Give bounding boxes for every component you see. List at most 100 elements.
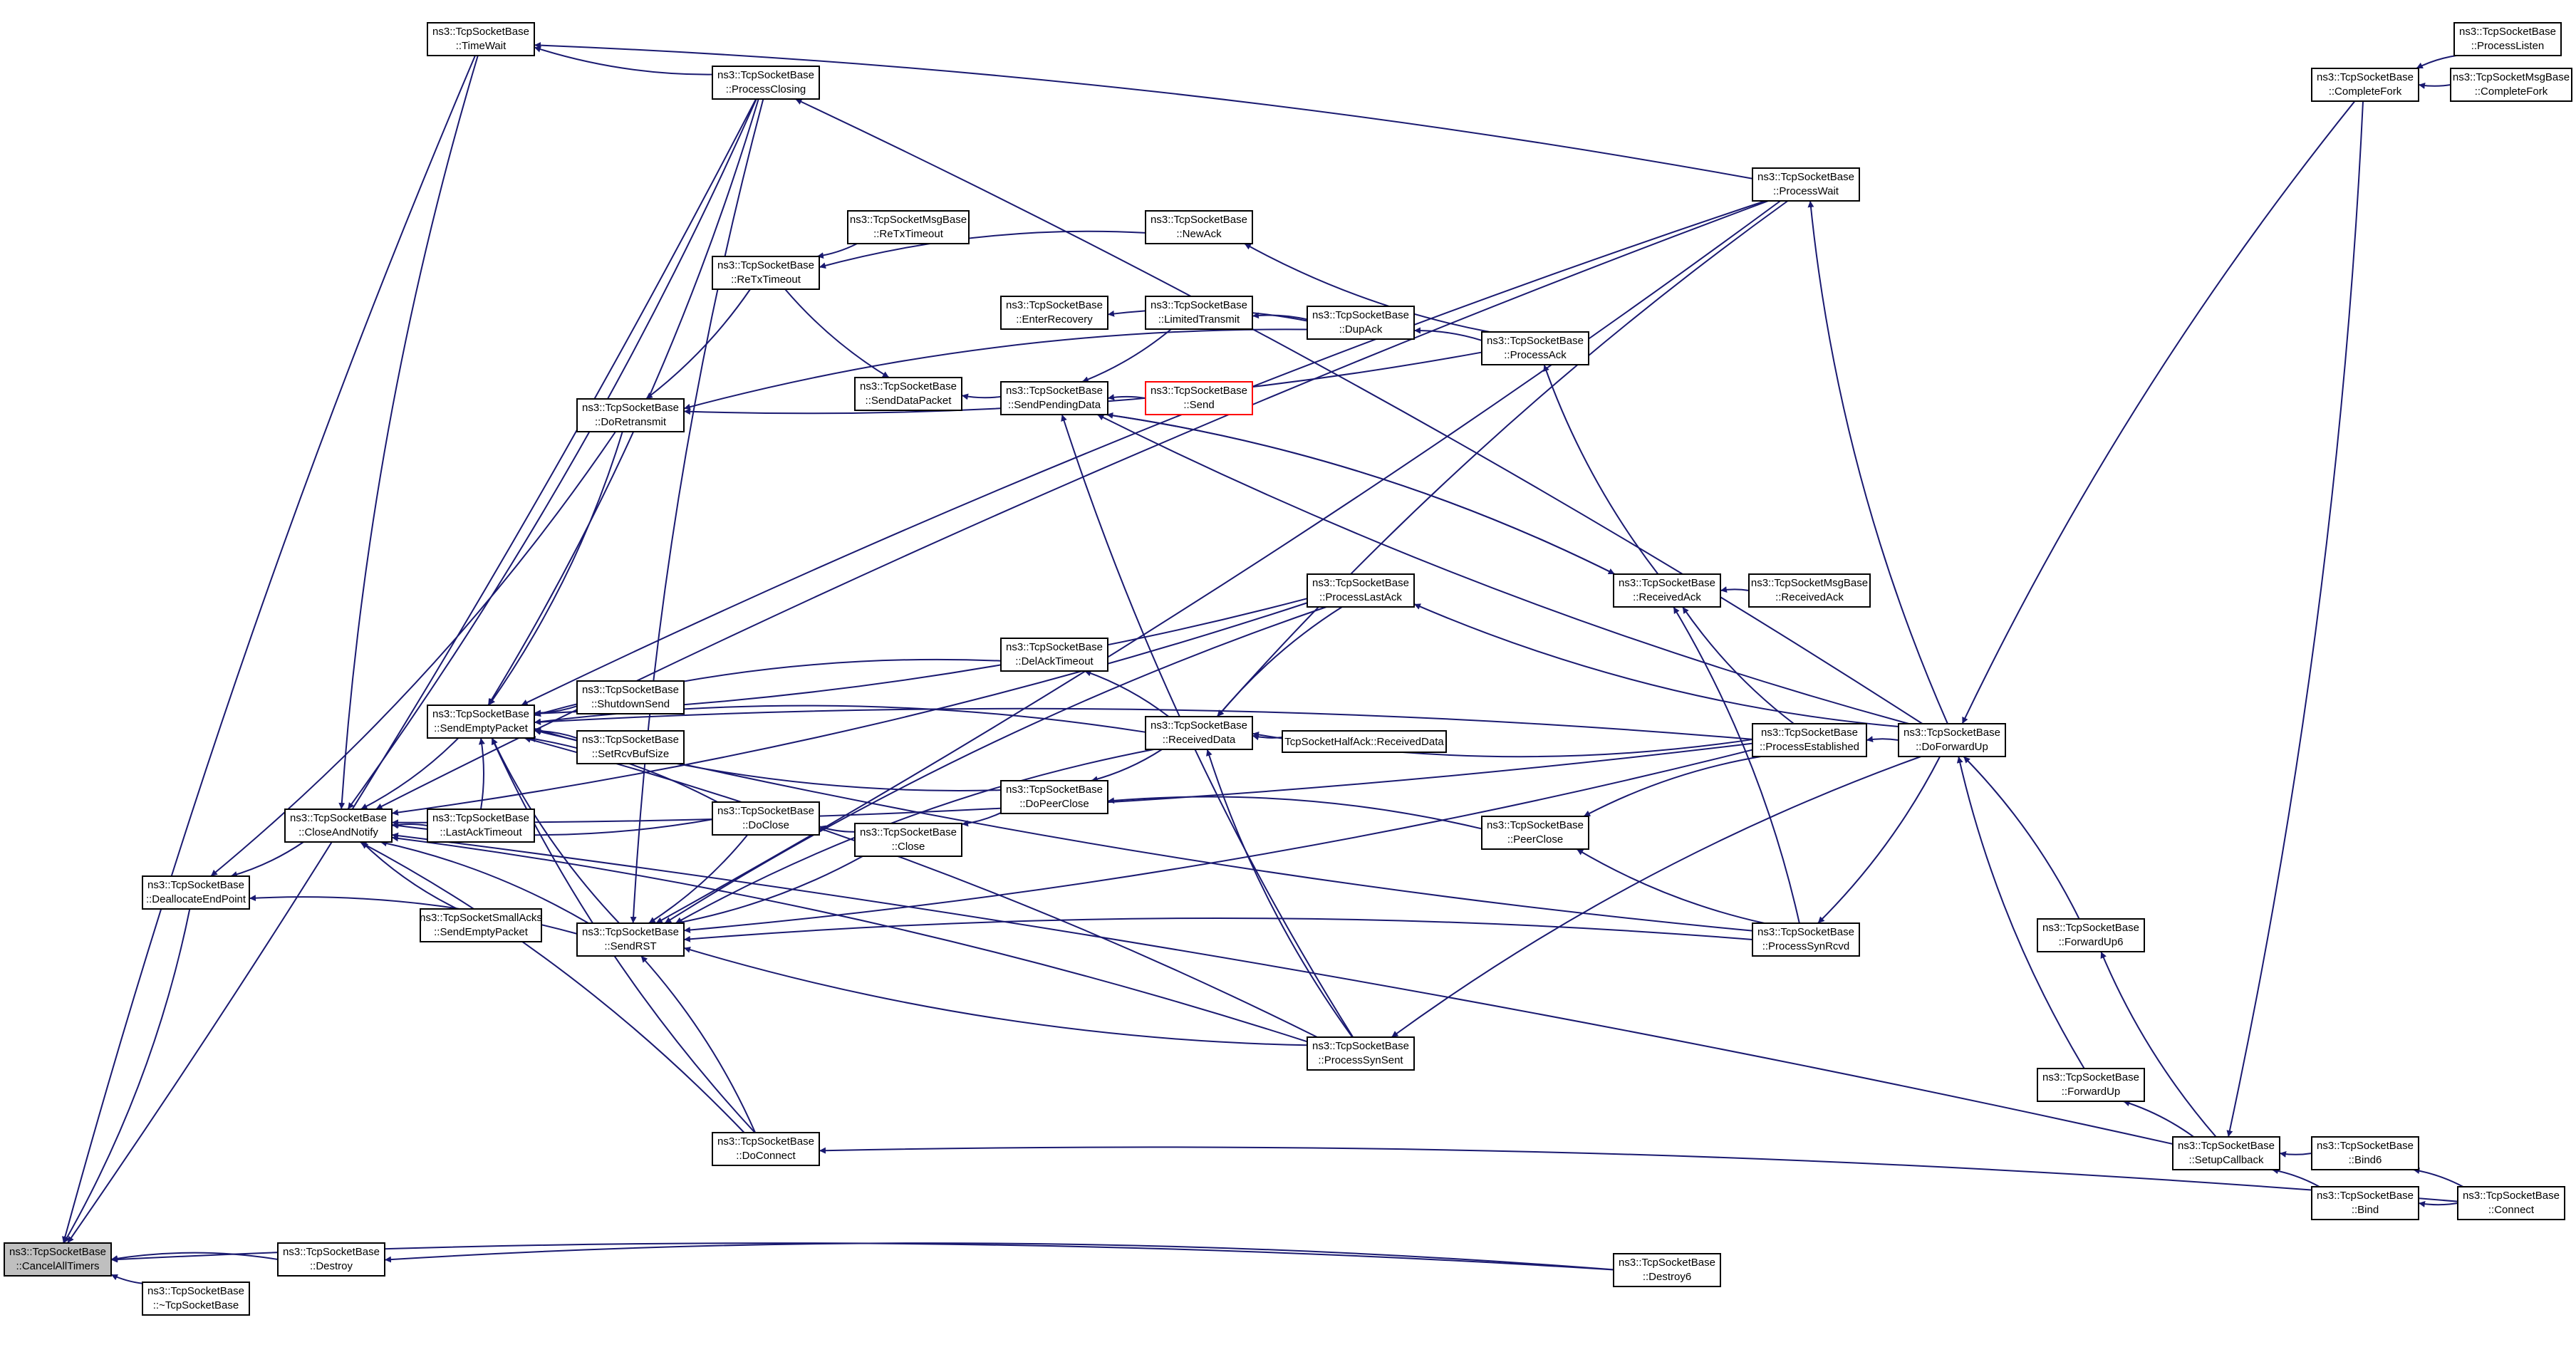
node-ProcessSynSent[interactable]: ns3::TcpSocketBase::ProcessSynSent <box>1307 1036 1415 1071</box>
node-ReceivedAck[interactable]: ns3::TcpSocketBase::ReceivedAck <box>1613 573 1721 608</box>
node-label-line2: ::SendDataPacket <box>866 395 952 407</box>
node-box <box>847 210 970 244</box>
edge-SendRST-to-CloseAndNotify <box>380 840 589 924</box>
node-TimeWait[interactable]: ns3::TcpSocketBase::TimeWait <box>427 22 535 56</box>
edge-Send-to-SendPendingData <box>1107 394 1146 401</box>
node-SetRcvBufSize[interactable]: ns3::TcpSocketBase::SetRcvBufSize <box>576 730 685 764</box>
node-label-line1: ns3::TcpSocketBase <box>2459 26 2556 38</box>
node-Bind6[interactable]: ns3::TcpSocketBase::Bind6 <box>2311 1136 2419 1170</box>
node-box <box>1748 573 1871 608</box>
node-MsgReceivedAck[interactable]: ns3::TcpSocketMsgBase::ReceivedAck <box>1748 573 1871 608</box>
node-DoClose[interactable]: ns3::TcpSocketBase::DoClose <box>712 801 820 836</box>
node-ProcessClosing[interactable]: ns3::TcpSocketBase::ProcessClosing <box>712 66 820 100</box>
node-ReTxTimeout[interactable]: ns3::TcpSocketBase::ReTxTimeout <box>712 256 820 290</box>
node-Destroy[interactable]: ns3::TcpSocketBase::Destroy <box>277 1242 385 1277</box>
edge-DupAck-to-DoRetransmit <box>683 328 1308 410</box>
edge-DoConnect-to-CloseAndNotify <box>359 841 745 1133</box>
edge-ProcessEstablished-to-SendEmptyPacket <box>534 707 1753 740</box>
node-Bind[interactable]: ns3::TcpSocketBase::Bind <box>2311 1186 2419 1220</box>
node-EnterRecovery[interactable]: ns3::TcpSocketBase::EnterRecovery <box>1000 296 1108 330</box>
node-Destructor[interactable]: ns3::TcpSocketBase::~TcpSocketBase <box>142 1282 250 1316</box>
node-DelAckTimeout[interactable]: ns3::TcpSocketBase::DelAckTimeout <box>1000 638 1108 672</box>
edge-ProcessSynRcvd-to-SendEmptyPacket <box>534 729 1753 932</box>
node-ProcessWait[interactable]: ns3::TcpSocketBase::ProcessWait <box>1752 167 1860 202</box>
node-ForwardUp6[interactable]: ns3::TcpSocketBase::ForwardUp6 <box>2037 918 2145 952</box>
node-box <box>1145 716 1253 750</box>
node-SendPendingData[interactable]: ns3::TcpSocketBase::SendPendingData <box>1000 381 1108 415</box>
node-label-line1: ns3::TcpSocketBase <box>1312 309 1409 321</box>
node-Close[interactable]: ns3::TcpSocketBase::Close <box>854 823 962 857</box>
edge-CloseAndNotify-to-DeallocateEndPoint <box>230 841 304 878</box>
node-CompleteFork[interactable]: ns3::TcpSocketBase::CompleteFork <box>2311 68 2419 102</box>
node-Connect[interactable]: ns3::TcpSocketBase::Connect <box>2457 1186 2565 1220</box>
edge-DoForwardUp-to-SendPendingData <box>1096 414 1909 724</box>
node-PeerClose[interactable]: ns3::TcpSocketBase::PeerClose <box>1481 816 1589 850</box>
node-label-line2: ::TimeWait <box>456 40 507 52</box>
edge-ProcessSynSent-to-CloseAndNotify <box>391 835 1308 1043</box>
node-SendDataPacket[interactable]: ns3::TcpSocketBase::SendDataPacket <box>854 377 962 411</box>
node-label-line2: ::ProcessAck <box>1504 349 1567 361</box>
node-DeallocateEndPoint[interactable]: ns3::TcpSocketBase::DeallocateEndPoint <box>142 875 250 910</box>
node-Destroy6[interactable]: ns3::TcpSocketBase::Destroy6 <box>1613 1253 1721 1287</box>
node-box <box>576 680 685 714</box>
node-DoConnect[interactable]: ns3::TcpSocketBase::DoConnect <box>712 1132 820 1166</box>
node-ProcessLastAck[interactable]: ns3::TcpSocketBase::ProcessLastAck <box>1307 573 1415 608</box>
edge-CompleteFork-to-DoForwardUp <box>1961 100 2356 724</box>
node-HalfAckReceivedData[interactable]: TcpSocketHalfAck::ReceivedData <box>1282 730 1447 753</box>
node-box <box>1145 381 1253 415</box>
node-label-line1: ns3::TcpSocketBase <box>9 1246 106 1258</box>
node-SetupCallback[interactable]: ns3::TcpSocketBase::SetupCallback <box>2172 1136 2280 1170</box>
node-SendRST[interactable]: ns3::TcpSocketBase::SendRST <box>576 922 685 957</box>
node-ProcessAck[interactable]: ns3::TcpSocketBase::ProcessAck <box>1481 331 1589 365</box>
node-label-line1: ns3::TcpSocketBase <box>290 812 387 824</box>
node-box <box>1145 296 1253 330</box>
node-DoPeerClose[interactable]: ns3::TcpSocketBase::DoPeerClose <box>1000 780 1108 814</box>
node-box <box>2450 68 2572 102</box>
node-box <box>1000 638 1108 672</box>
node-DupAck[interactable]: ns3::TcpSocketBase::DupAck <box>1307 306 1415 340</box>
node-ProcessListen[interactable]: ns3::TcpSocketBase::ProcessListen <box>2453 22 2562 56</box>
node-MsgReTxTimeout[interactable]: ns3::TcpSocketMsgBase::ReTxTimeout <box>847 210 970 244</box>
edge-ProcessClosing-to-SendRST <box>630 98 764 924</box>
edge-ProcessSynSent-to-SendEmptyPacket <box>524 736 1318 1038</box>
node-label-line1: ns3::TcpSocketBase <box>582 684 679 696</box>
node-label-line1: ns3::TcpSocketBase <box>1904 727 2000 739</box>
edge-SmallAcksSendEmpty-to-CloseAndNotify <box>361 841 458 910</box>
node-DoForwardUp[interactable]: ns3::TcpSocketBase::DoForwardUp <box>1898 723 2006 757</box>
edge-ReceivedData-to-SendRST <box>675 749 1154 924</box>
edge-ReceivedData-to-DelAckTimeout <box>1084 670 1170 717</box>
node-label-line2: ::SendRST <box>604 940 656 952</box>
node-SendEmptyPacket[interactable]: ns3::TcpSocketBase::SendEmptyPacket <box>427 705 535 739</box>
node-Send[interactable]: ns3::TcpSocketBase::Send <box>1145 381 1253 415</box>
node-label-line1: TcpSocketHalfAck::ReceivedData <box>1284 736 1444 748</box>
node-ProcessEstablished[interactable]: ns3::TcpSocketBase::ProcessEstablished <box>1752 723 1867 757</box>
node-NewAck[interactable]: ns3::TcpSocketBase::NewAck <box>1145 210 1253 244</box>
node-label-line2: ::Destroy6 <box>1643 1271 1691 1283</box>
edge-ProcessWait-to-TimeWait <box>534 42 1753 180</box>
node-label-line2: ::ShutdownSend <box>591 698 670 710</box>
node-LastAckTimeout[interactable]: ns3::TcpSocketBase::LastAckTimeout <box>427 809 535 843</box>
node-label-line2: ::DoPeerClose <box>1019 798 1089 810</box>
edge-SendRST-to-SendEmptyPacket <box>491 737 620 924</box>
node-box <box>2037 918 2145 952</box>
edge-SetupCallback-to-ForwardUp6 <box>2100 951 2217 1138</box>
node-ProcessSynRcvd[interactable]: ns3::TcpSocketBase::ProcessSynRcvd <box>1752 922 1860 957</box>
node-box <box>427 705 535 739</box>
node-label-line2: ::ProcessEstablished <box>1760 741 1859 753</box>
node-label-line2: ::ReceivedAck <box>1633 591 1701 603</box>
edge-PeerClose-to-DoPeerClose <box>1107 796 1482 830</box>
node-box <box>2457 1186 2565 1220</box>
node-MsgCompleteFork[interactable]: ns3::TcpSocketMsgBase::CompleteFork <box>2450 68 2572 102</box>
node-CancelAllTimers[interactable]: ns3::TcpSocketBase::CancelAllTimers <box>4 1242 112 1277</box>
node-label-line1: ns3::TcpSocketBase <box>1312 577 1409 589</box>
node-CloseAndNotify[interactable]: ns3::TcpSocketBase::CloseAndNotify <box>284 809 393 843</box>
node-label-line2: ::DoClose <box>742 819 789 831</box>
node-SmallAcksSendEmpty[interactable]: ns3::TcpSocketSmallAcks::SendEmptyPacket <box>420 908 542 942</box>
node-LimitedTransmit[interactable]: ns3::TcpSocketBase::LimitedTransmit <box>1145 296 1253 330</box>
node-label-line1: ns3::TcpSocketBase <box>2178 1140 2275 1152</box>
node-ReceivedData[interactable]: ns3::TcpSocketBase::ReceivedData <box>1145 716 1253 750</box>
node-DoRetransmit[interactable]: ns3::TcpSocketBase::DoRetransmit <box>576 398 685 432</box>
node-box <box>1613 573 1721 608</box>
node-ShutdownSend[interactable]: ns3::TcpSocketBase::ShutdownSend <box>576 680 685 714</box>
node-ForwardUp[interactable]: ns3::TcpSocketBase::ForwardUp <box>2037 1068 2145 1102</box>
